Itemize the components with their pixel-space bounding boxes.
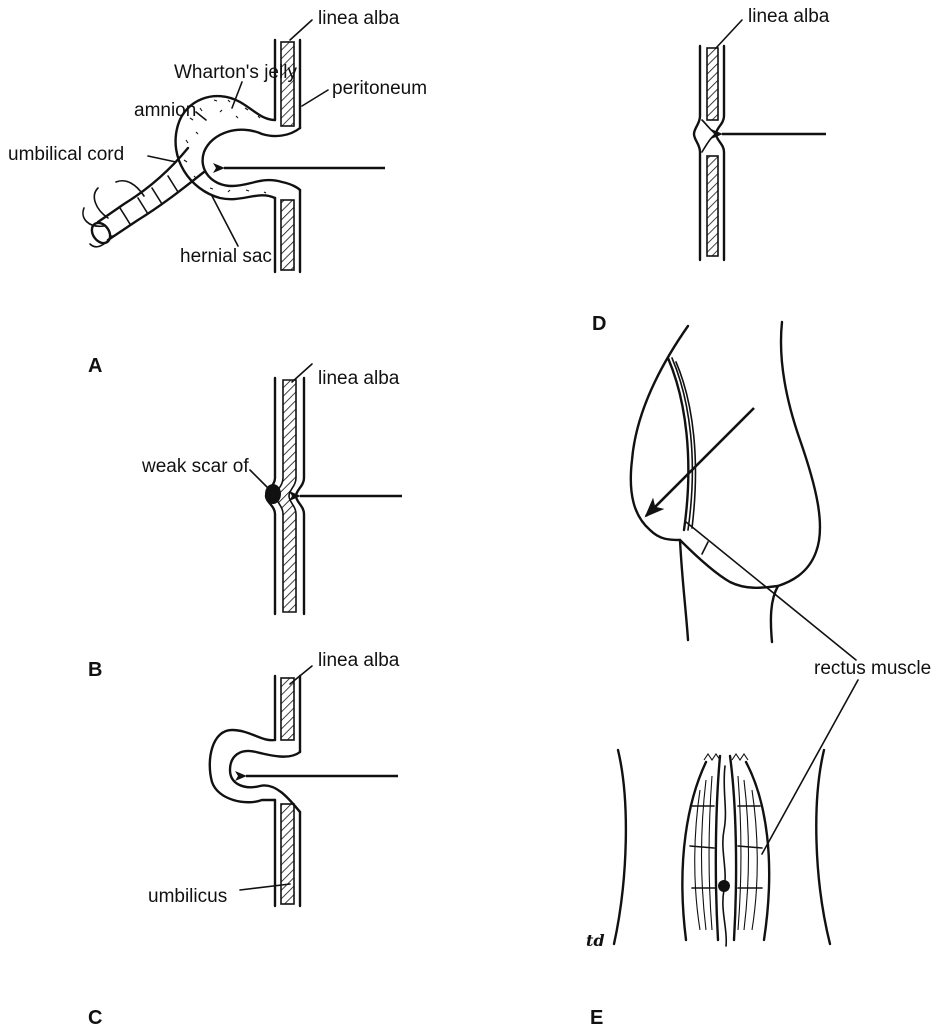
label-rectus-muscle: rectus muscle xyxy=(814,658,931,679)
wall-d-outer xyxy=(694,46,700,260)
label-linea-alba-a: linea alba xyxy=(318,8,400,29)
sac-c-outer xyxy=(210,730,275,802)
panel-b: linea alba weak scar of B xyxy=(88,364,402,681)
arrow-e xyxy=(646,408,754,516)
label-umbilical-cord: umbilical cord xyxy=(8,144,124,165)
panel-a: linea alba Wharton's jelly peritoneum am… xyxy=(8,8,427,377)
label-linea-alba-b: linea alba xyxy=(318,368,400,389)
umbilicus-e xyxy=(718,880,730,892)
panel-letter-d: D xyxy=(592,313,606,335)
abdomen-side-profile xyxy=(631,322,820,642)
label-peritoneum: peritoneum xyxy=(332,78,427,99)
hernial-sac-outline xyxy=(203,128,300,190)
abdominal-wall-upper xyxy=(275,40,300,128)
label-hernial-sac: hernial sac xyxy=(180,246,272,267)
panel-e: rectus muscle td E xyxy=(586,322,931,1029)
panel-letter-a: A xyxy=(88,355,102,377)
linea-alba-e xyxy=(723,766,726,946)
panel-letter-e: E xyxy=(590,1007,603,1029)
label-umbilicus: umbilicus xyxy=(148,886,227,907)
rectus-right xyxy=(730,756,769,940)
label-amnion: amnion xyxy=(134,100,196,121)
panel-d: linea alba D xyxy=(592,6,830,335)
label-weak-scar: weak scar of xyxy=(141,456,249,477)
label-linea-alba-c: linea alba xyxy=(318,650,400,671)
label-linea-alba-d: linea alba xyxy=(748,6,830,27)
abdominal-wall-lower xyxy=(275,190,300,272)
panel-c: linea alba umbilicus C xyxy=(88,650,400,1029)
panel-letter-c: C xyxy=(88,1007,102,1029)
artist-mark: td xyxy=(586,931,605,950)
abdomen-front-view xyxy=(614,750,830,946)
panel-letter-b: B xyxy=(88,659,102,681)
label-whartons-jelly: Wharton's jelly xyxy=(174,62,297,83)
